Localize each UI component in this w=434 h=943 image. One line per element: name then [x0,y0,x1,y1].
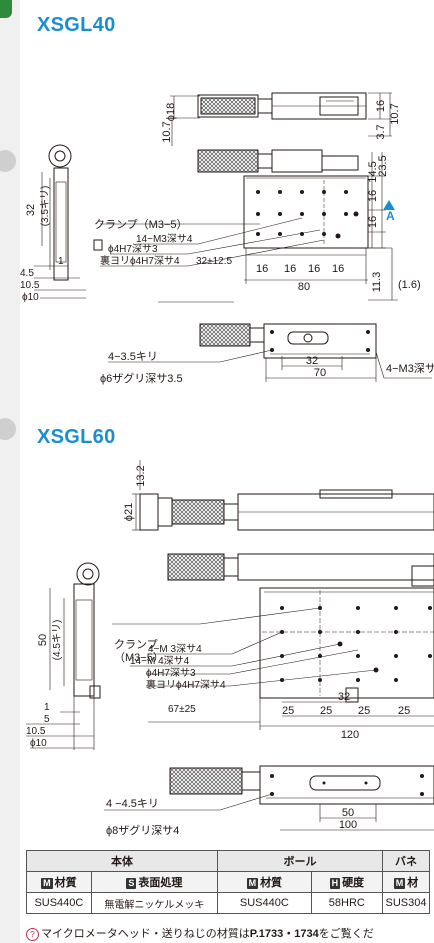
dim-10-7: 10.7 [161,121,173,142]
dim-25-1: 25 [282,705,294,717]
cell-hardness: 58HRC [310,892,384,914]
label-h4: ϕ4H7深サ3 [108,243,158,255]
label-zaguri: ϕ8ザグリ深サ4 [106,823,179,837]
dim-3-5-kiri: (3.5キリ) [40,186,51,227]
dim-16-1: 16 [256,263,268,275]
dim-10-5: 10.5 [20,280,40,291]
dim-16-4: 16 [332,263,344,275]
dim-11-3: 11.3 [371,272,383,293]
label-clamp: クランプ [114,638,158,651]
dim-1: 1 [44,702,50,713]
dim-16: 16 [375,100,387,112]
group-body: 本体 [26,850,218,872]
dim-67-pm: 67±25 [168,704,196,715]
footnote-text: マイクロメータヘッド・送りねじの材質は [41,928,250,940]
label-clamp-size: （M3−5） [114,651,164,664]
dim-25-3: 25 [358,705,370,717]
dim-13-2: 13.2 [135,465,147,486]
dim-10-5: 10.5 [26,726,46,737]
dim-3-7: 3.7 [375,124,387,139]
dim-1: 1 [58,256,64,267]
label-h4: ϕ4H7深サ3 [146,667,196,679]
cell-ball-material: SUS440C [217,892,312,914]
dim-4-5: 4.5 [20,268,34,279]
dim-25-2: 25 [320,705,332,717]
label-m3-14: 14−M3深サ4 [136,233,193,245]
dim-50-side: 50 [37,634,49,646]
label-m3-4: 4−M3深サ4 [386,362,434,375]
dim-5: 5 [44,714,50,725]
section-tab [0,0,12,18]
dim-80: 80 [298,281,310,293]
cell-spring-material: SUS304 [382,892,430,914]
dim-32-bottom: 32 [306,355,318,367]
dim-phi10: ϕ10 [30,738,47,749]
dim-14-5: 14.5 [367,161,379,182]
xsgl40-drawing: ϕ18 10.7 16 10.7 3.7 14.5 23.5 16 16 32 … [20,92,434,385]
binder-hole [0,150,16,172]
label-zaguri: ϕ6ザグリ深サ3.5 [100,371,183,385]
footnote-page-ref[interactable]: P.1733・1734 [249,928,319,940]
group-spring: バネ [382,850,430,872]
info-icon: ? [26,928,39,941]
dim-16-2: 16 [284,263,296,275]
label-kiri: 4−3.5キリ [108,351,158,363]
dim-16b: 16 [367,190,379,202]
dim-phi21: ϕ21 [123,503,135,521]
dim-10-7b: 10.7 [389,103,401,124]
xsgl60-drawing: 13.2 ϕ21 50 (4.5キリ) クランプ （M3−5） 4−M 3深サ4… [26,460,434,837]
table-group-row: 本体 ボール バネ [26,850,430,872]
page-gutter [0,0,20,943]
label-ura-h4: 裏ヨリϕ4H7深サ4 [100,254,180,267]
label-clamp: クランプ（M3−5） [94,218,188,231]
dim-120: 120 [341,729,359,741]
dim-16-3: 16 [308,263,320,275]
footnote: ?マイクロメータヘッド・送りねじの材質はP.1733・1734をご覧くだ [26,925,374,941]
dim-70: 70 [314,367,326,379]
table-row: SUS440C 無電解ニッケルメッキ SUS440C 58HRC SUS304 [26,892,430,914]
dim-32-side: 32 [25,204,37,216]
label-kiri: 4 −4.5キリ [106,798,159,810]
cell-body-material: SUS440C [26,892,92,914]
section-title: XSGL40 [37,14,116,36]
dim-25-4: 25 [398,705,410,717]
dim-16c: 16 [367,216,379,228]
arrow-a-label: A [386,209,395,223]
dim-phi18: ϕ18 [165,103,177,121]
dim-100: 100 [339,819,357,831]
dim-phi10: ϕ10 [22,292,39,303]
cell-surface: 無電解ニッケルメッキ [90,892,219,914]
dim-32: 32 [338,691,350,703]
section-title: XSGL60 [37,426,116,448]
label-m3-4: 4−M 3深サ4 [148,643,202,655]
group-ball: ボール [217,850,383,872]
dim-23-5: 23.5 [377,155,389,176]
label-ura-h4: 裏ヨリϕ4H7深サ4 [146,678,226,691]
dim-32-pm: 32±12.5 [196,256,233,267]
label-m4-14: 14−M 4深サ4 [130,655,190,667]
dim-50-bottom: 50 [342,807,354,819]
footnote-suffix: をご覧くだ [318,928,374,940]
binder-hole [0,418,16,440]
dim-4-5-kiri: (4.5キリ) [52,620,63,661]
dim-1-6: (1.6) [398,279,421,291]
